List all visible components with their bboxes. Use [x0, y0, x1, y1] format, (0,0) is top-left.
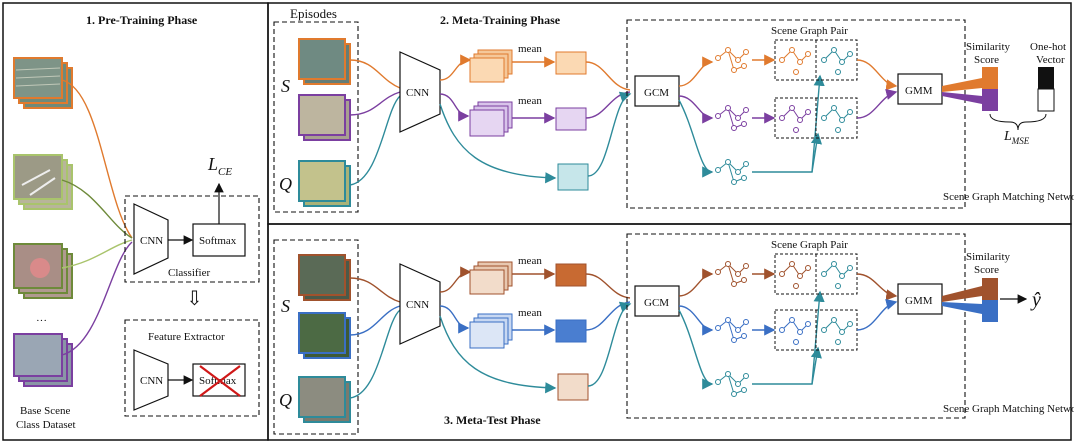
cross-out-icon — [199, 365, 241, 397]
sgmn-label-test: Scene Graph Matching Network — [943, 403, 1074, 415]
dataset-label-1: Base Scene — [20, 405, 71, 417]
dataset-stack-orange — [13, 57, 73, 109]
mean-label-4: mean — [518, 307, 542, 319]
episodes-frame-train — [273, 21, 359, 213]
gmm-box-train — [897, 73, 943, 105]
feature-extractor-label: Feature Extractor — [148, 331, 225, 343]
mean-label-3: mean — [518, 255, 542, 267]
loss-ce: LCE — [207, 154, 232, 178]
disabled-softmax-label: Softmax — [199, 375, 237, 387]
classifier-frame — [124, 195, 260, 283]
feature-cube-orange-stack — [469, 49, 513, 83]
scene-graph-purple — [715, 105, 749, 131]
mean-cube-orange — [555, 51, 587, 75]
support-set-label: S — [281, 76, 290, 96]
pretrain-line-green — [61, 179, 133, 239]
dataset-stack-olive — [13, 243, 73, 299]
gcm-box-test — [634, 285, 680, 317]
onehot-bar-white — [1037, 88, 1055, 112]
gmm-label-train: GMM — [905, 85, 933, 97]
metatest-title: 3. Meta-Test Phase — [444, 413, 541, 427]
loss-mse: LMSE — [1003, 129, 1030, 146]
feature-cube-brown-stack — [469, 261, 513, 295]
query-feature-cube-test — [557, 373, 589, 401]
query-feature-cube — [557, 163, 589, 191]
pair-label-train: Scene Graph Pair — [771, 25, 848, 37]
metatrain-title: 2. Meta-Training Phase — [440, 13, 561, 27]
query-image-test — [298, 376, 346, 418]
onehot-label-2: Vector — [1036, 54, 1065, 66]
metatest-cnn — [399, 263, 441, 345]
pretrain-line-olive — [61, 239, 133, 269]
query-set-label-test: Q — [279, 390, 292, 410]
feature-cube-blue-stack — [469, 313, 513, 349]
metatrain-cnn-label: CNN — [406, 87, 429, 99]
softmax-label: Softmax — [199, 235, 237, 247]
dataset-label-2: Class Dataset — [16, 419, 76, 431]
mean-cube-brown — [555, 263, 587, 287]
onehot-bar-black — [1038, 67, 1054, 89]
gcm-label-test: GCM — [644, 297, 669, 309]
support-image-purple — [298, 94, 346, 136]
episodes-frame-test — [273, 239, 359, 435]
onehot-label-1: One-hot — [1030, 41, 1066, 53]
pair-label-test: Scene Graph Pair — [771, 239, 848, 251]
support-set-label-test: S — [281, 296, 290, 316]
dataset-stack-purple — [13, 333, 73, 387]
mean-cube-purple — [555, 107, 587, 131]
scene-graph-query-test — [715, 371, 749, 397]
sim-bar-brown — [982, 278, 998, 300]
metatest-panel — [267, 223, 1072, 441]
scene-graph-brown — [715, 261, 749, 287]
sim-bar-blue — [982, 300, 998, 322]
support-image-blue — [298, 312, 346, 354]
dataset-stack-green — [13, 154, 73, 210]
scene-graph-blue — [715, 317, 749, 343]
down-arrow: ⇩ — [186, 288, 203, 310]
sgmn-frame-test — [626, 233, 966, 419]
metatrain-cnn — [399, 51, 441, 133]
classifier-label: Classifier — [168, 267, 210, 279]
gmm-label-test: GMM — [905, 295, 933, 307]
feature-cube-purple-stack — [469, 101, 513, 137]
pretrain-cnn-label: CNN — [140, 235, 163, 247]
sim-label-1-test: Similarity — [966, 251, 1011, 263]
gcm-label-train: GCM — [644, 87, 669, 99]
sim-label-2-test: Score — [974, 264, 999, 276]
pretrain-line-orange — [61, 79, 133, 239]
cnn-trapezoid — [133, 203, 169, 275]
mean-label-1: mean — [518, 43, 542, 55]
dataset-dots: ··· — [36, 315, 47, 327]
support-image-brown — [298, 254, 346, 296]
episodes-label: Episodes — [290, 6, 337, 21]
feature-cnn-label: CNN — [140, 375, 163, 387]
support-image-orange — [298, 38, 346, 80]
pretraining-title: 1. Pre-Training Phase — [86, 13, 198, 27]
sim-label-1-train: Similarity — [966, 41, 1011, 53]
sim-label-2-train: Score — [974, 54, 999, 66]
sgmn-label-train: Scene Graph Matching Network — [943, 191, 1074, 203]
query-image-train — [298, 160, 346, 202]
sgmn-frame-train — [626, 19, 966, 209]
sim-bar-purple — [982, 89, 998, 111]
query-set-label: Q — [279, 174, 292, 194]
feature-extractor-frame — [124, 319, 260, 417]
mean-cube-blue — [555, 319, 587, 343]
prediction-yhat: ŷ — [1030, 289, 1041, 311]
scene-graph-query — [715, 159, 749, 185]
mean-label-2: mean — [518, 95, 542, 107]
sim-bar-orange — [982, 67, 998, 89]
scene-graph-orange — [715, 47, 749, 73]
metatest-cnn-label: CNN — [406, 299, 429, 311]
gcm-box-train — [634, 75, 680, 107]
